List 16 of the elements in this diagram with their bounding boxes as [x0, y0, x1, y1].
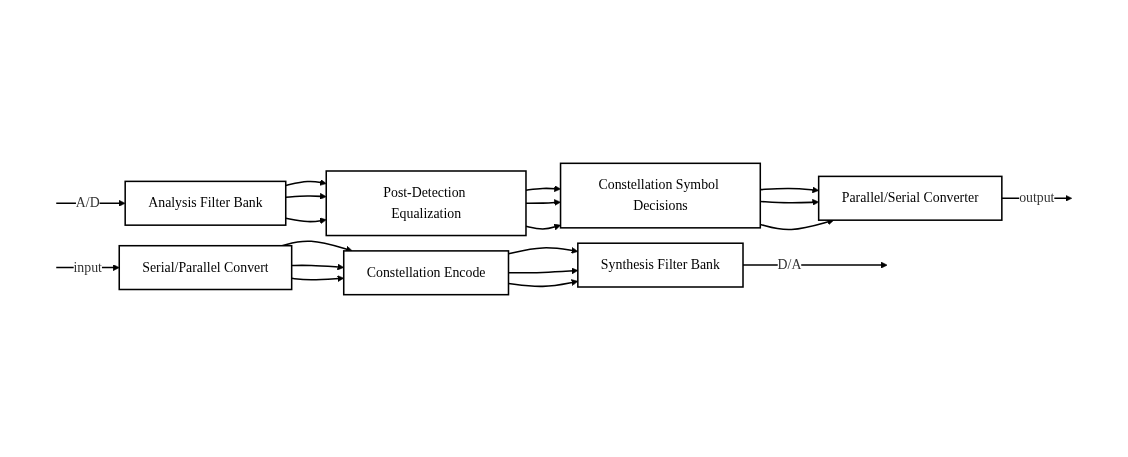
edge-label: A/D [75, 194, 100, 211]
arrow [525, 223, 561, 230]
node-box: Parallel/Serial Converter [817, 175, 1003, 221]
arrow [55, 199, 126, 207]
node-box: Serial/Parallel Convert [118, 244, 293, 290]
node-box: Synthesis Filter Bank [577, 241, 744, 288]
node-box: Post-Detection Equalization [325, 169, 527, 236]
edge-label: input [73, 259, 102, 275]
node-box: Constellation Encode [342, 249, 510, 295]
arrow [759, 218, 835, 230]
edge-label: D/A [777, 256, 802, 272]
arrow [525, 198, 561, 206]
node-box: Constellation Symbol Decisions [559, 162, 762, 229]
arrow [525, 184, 561, 192]
edge-label: output [1019, 189, 1055, 206]
node-box: Analysis Filter Bank [124, 180, 287, 226]
